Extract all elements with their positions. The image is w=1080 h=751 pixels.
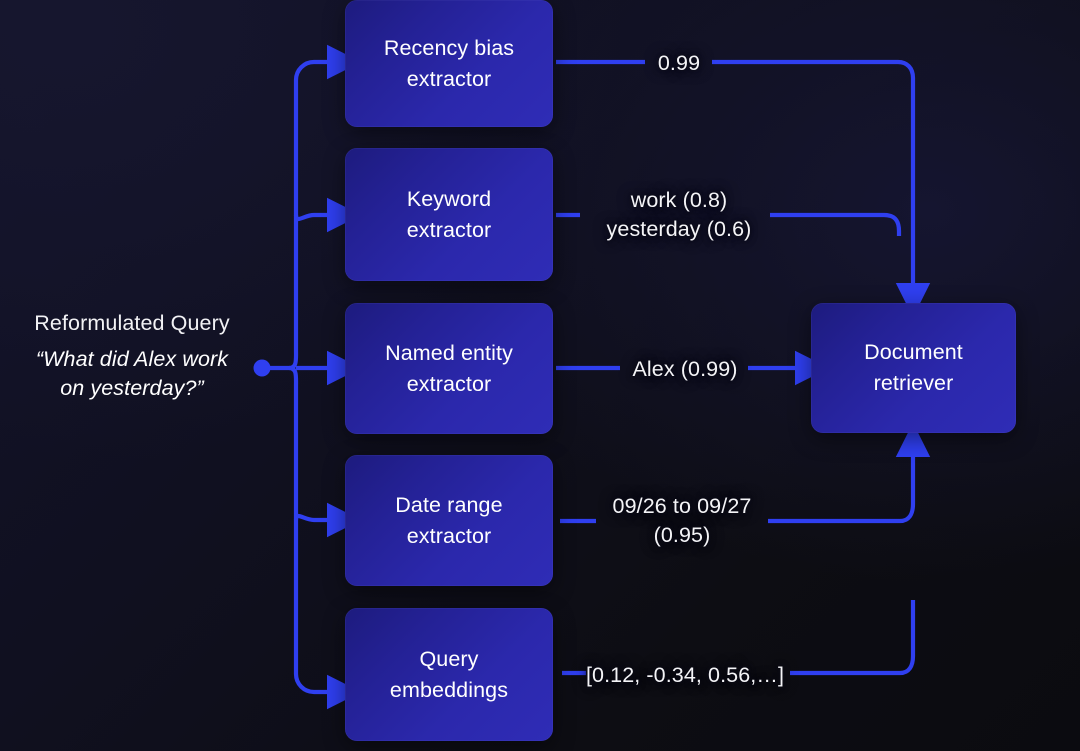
edge-embeddings-to-retriever bbox=[790, 600, 916, 676]
node-label: Named entity extractor bbox=[385, 340, 513, 396]
query-source-title: Reformulated Query bbox=[34, 311, 230, 335]
query-source-text: “What did Alex work on yesterday?” bbox=[35, 346, 229, 400]
fanout-spine-up bbox=[288, 44, 362, 371]
fanout-branch-keyword bbox=[293, 197, 362, 233]
edge-label-keyword-output: work (0.8) yesterday (0.6) bbox=[606, 188, 752, 242]
node-query-embeddings[interactable]: Query embeddings bbox=[345, 608, 553, 741]
node-label: Query embeddings bbox=[389, 646, 509, 702]
fanout-branch-date-range bbox=[293, 502, 362, 538]
node-recency-bias-extractor[interactable]: Recency bias extractor bbox=[345, 0, 553, 127]
node-date-range-extractor[interactable]: Date range extractor bbox=[345, 455, 553, 586]
node-named-entity-extractor[interactable]: Named entity extractor bbox=[345, 303, 553, 434]
node-label: Keyword extractor bbox=[406, 186, 492, 242]
edge-label-recency-bias-output: 0.99 bbox=[657, 51, 701, 75]
node-label: Recency bias extractor bbox=[383, 35, 515, 91]
edge-label-date-range-output: 09/26 to 09/27 (0.95) bbox=[612, 494, 752, 548]
query-source-block: Reformulated Query “What did Alex work o… bbox=[8, 310, 256, 403]
edge-recency-to-retriever bbox=[712, 59, 931, 318]
edge-date-range-to-retriever bbox=[768, 422, 931, 524]
edge-label-named-entity-output: Alex (0.99) bbox=[632, 357, 738, 381]
node-label: Document retriever bbox=[864, 340, 963, 395]
node-document-retriever[interactable]: Document retriever bbox=[811, 303, 1016, 433]
node-keyword-extractor[interactable]: Keyword extractor bbox=[345, 148, 553, 281]
fanout-spine-down bbox=[288, 365, 362, 710]
edge-label-embeddings-output: [0.12, -0.34, 0.56,…] bbox=[585, 663, 785, 687]
query-source-dot bbox=[253, 359, 271, 377]
node-label: Date range extractor bbox=[395, 492, 503, 548]
edge-keyword-to-retriever bbox=[770, 212, 902, 236]
